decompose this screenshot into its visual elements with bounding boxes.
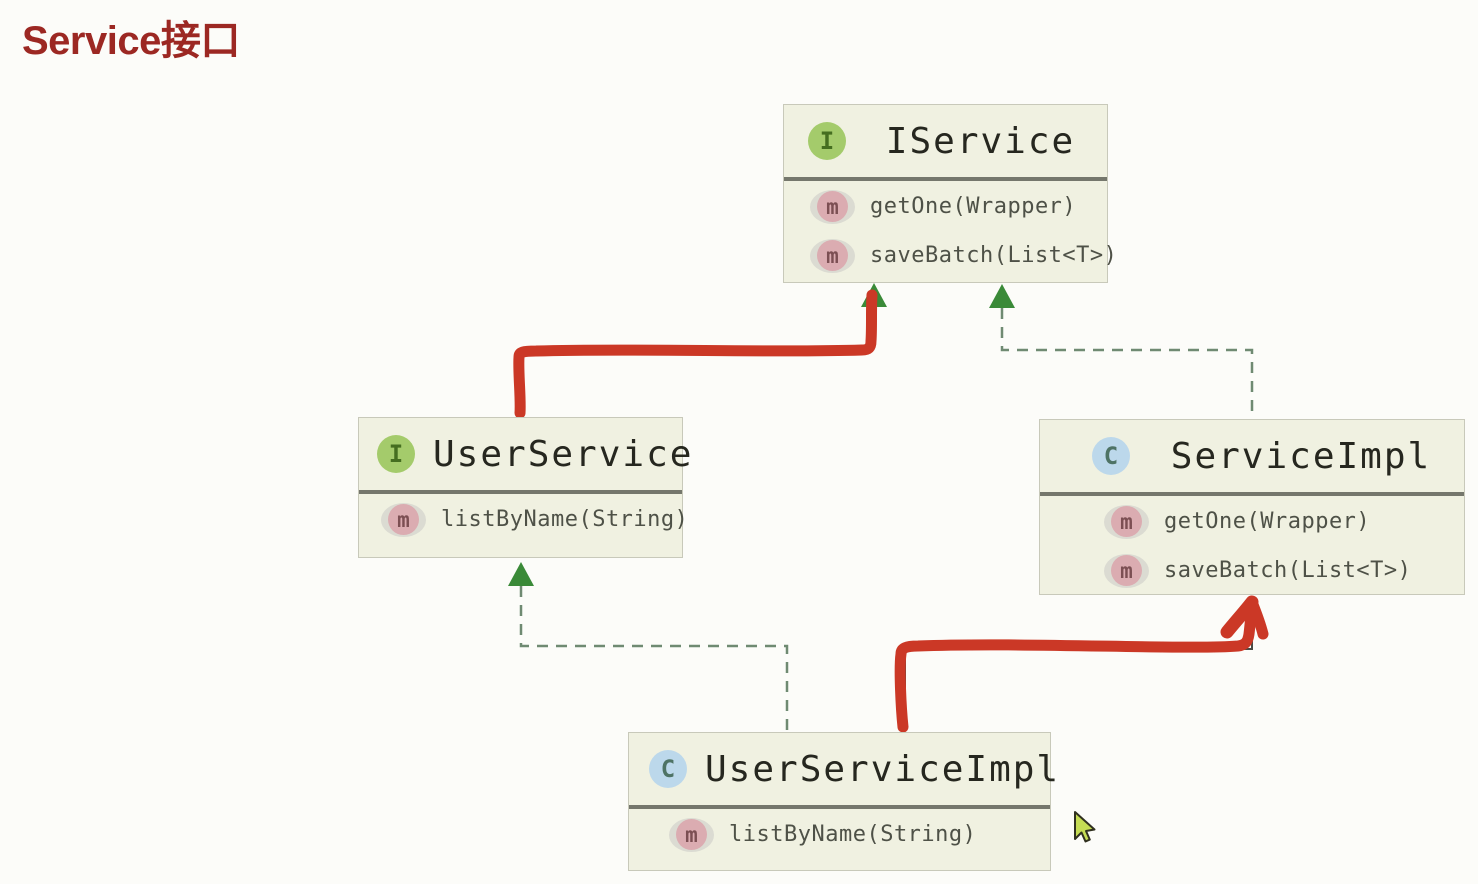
class-box-serviceimpl[interactable]: C ServiceImpl m getOne(Wrapper) m saveBa… [1039,419,1465,595]
method-icon: m [1111,555,1142,586]
edge-userserviceimpl-extends-serviceimpl[interactable] [904,599,1259,727]
method-signature: saveBatch(List<T>) [870,243,1118,268]
separator [1040,492,1464,496]
class-name: IService [885,120,1076,162]
method-icon: m [817,191,848,222]
method-signature: getOne(Wrapper) [870,194,1077,219]
method-row[interactable]: m listByName(String) [629,810,1050,859]
method-row[interactable]: m getOne(Wrapper) [784,182,1107,231]
method-list: m getOne(Wrapper) m saveBatch(List<T>) [1040,496,1464,595]
separator [629,805,1050,809]
method-signature: getOne(Wrapper) [1164,509,1371,534]
method-icon: m [388,504,419,535]
class-box-userservice[interactable]: I UserService m listByName(String) [358,417,691,558]
class-box-userserviceimpl[interactable]: C UserServiceImpl m listByName(String) [628,732,1058,871]
interface-icon: I [377,435,415,473]
class-name: UserServiceImpl [705,748,1061,790]
class-name: UserService [433,433,694,475]
method-row[interactable]: m getOne(Wrapper) [1040,497,1464,546]
class-header: C ServiceImpl [1040,420,1464,492]
class-icon: C [649,750,687,788]
method-signature: saveBatch(List<T>) [1164,558,1412,583]
method-list: m listByName(String) [629,809,1050,859]
interface-icon: I [808,122,846,160]
method-row[interactable]: m listByName(String) [359,495,688,544]
class-name: ServiceImpl [1170,435,1432,477]
edge-serviceimpl-implements-iservice[interactable] [989,284,1254,417]
class-header: I IService [784,105,1107,177]
inheritance-triangle-icon [989,284,1015,308]
method-signature: listByName(String) [441,507,689,532]
method-signature: listByName(String) [729,822,977,847]
class-header: I UserService [359,418,691,490]
red-annotation-arrow-userserviceimpl-to-serviceimpl [894,595,1269,733]
method-list: m getOne(Wrapper) m saveBatch(List<T>) [784,181,1117,280]
method-icon: m [676,819,707,850]
separator [784,177,1107,181]
class-icon: C [1092,437,1130,475]
method-list: m listByName(String) [359,494,688,544]
method-row[interactable]: m saveBatch(List<T>) [784,231,1117,280]
red-annotation-arrow-userservice-to-iservice [513,289,878,419]
inheritance-triangle-icon [508,562,534,586]
mouse-cursor-icon [1074,811,1096,843]
edge-userserviceimpl-implements-userservice[interactable] [508,562,789,730]
class-header: C UserServiceImpl [629,733,1058,805]
method-icon: m [1111,506,1142,537]
method-row[interactable]: m saveBatch(List<T>) [1040,546,1464,595]
page-title: Service接口 [22,19,240,63]
method-icon: m [817,240,848,271]
class-box-iservice[interactable]: I IService m getOne(Wrapper) m saveBatch… [783,104,1117,283]
separator [359,490,682,494]
